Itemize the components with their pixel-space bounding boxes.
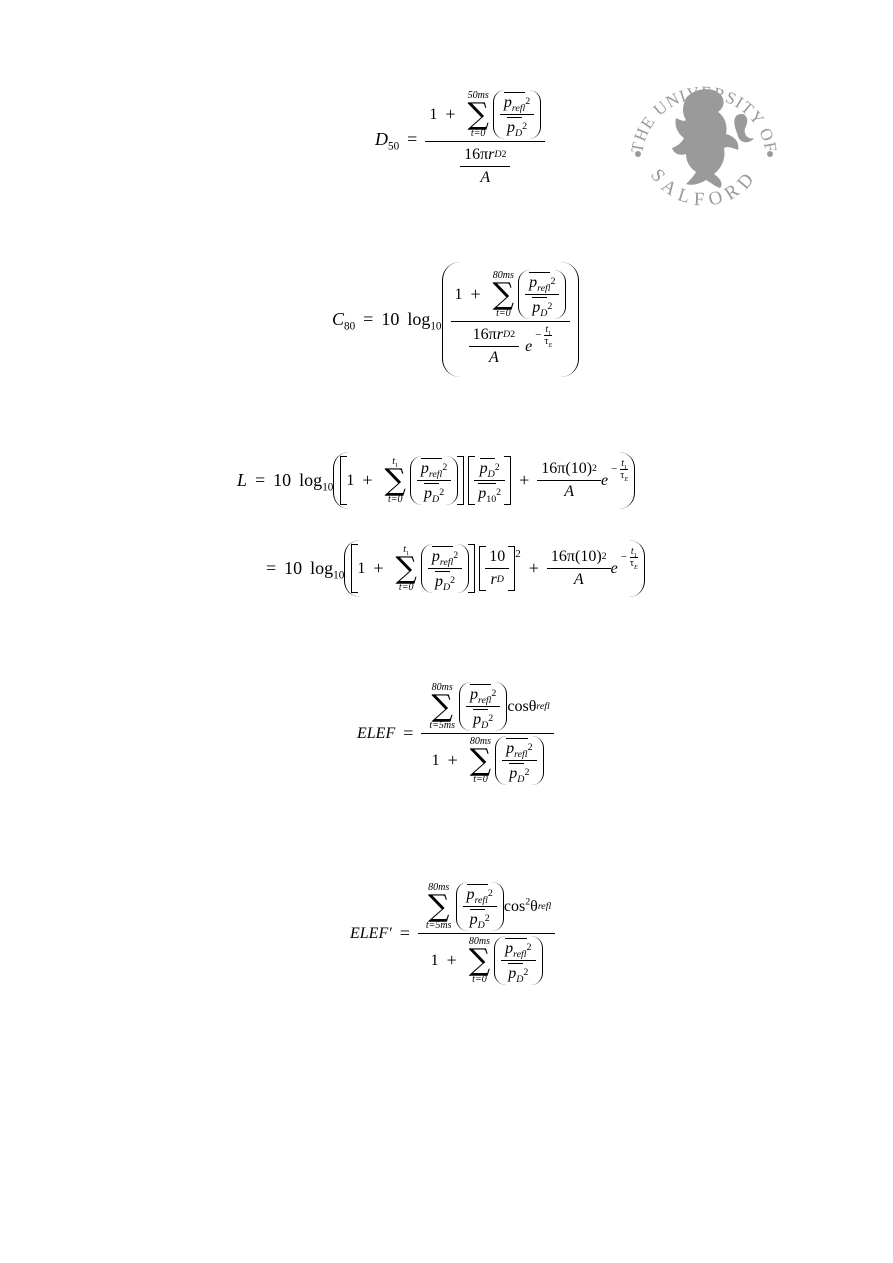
university-of-salford-logo: THE UNIVERSITY OF SALFORD [628, 68, 780, 216]
lion-icon [672, 89, 754, 188]
summation-symbol: 50ms ∑ t=0 [467, 90, 489, 139]
d50-lhs: D50 [375, 129, 400, 153]
star-icon [635, 151, 773, 157]
equals-sign: = [407, 129, 418, 149]
